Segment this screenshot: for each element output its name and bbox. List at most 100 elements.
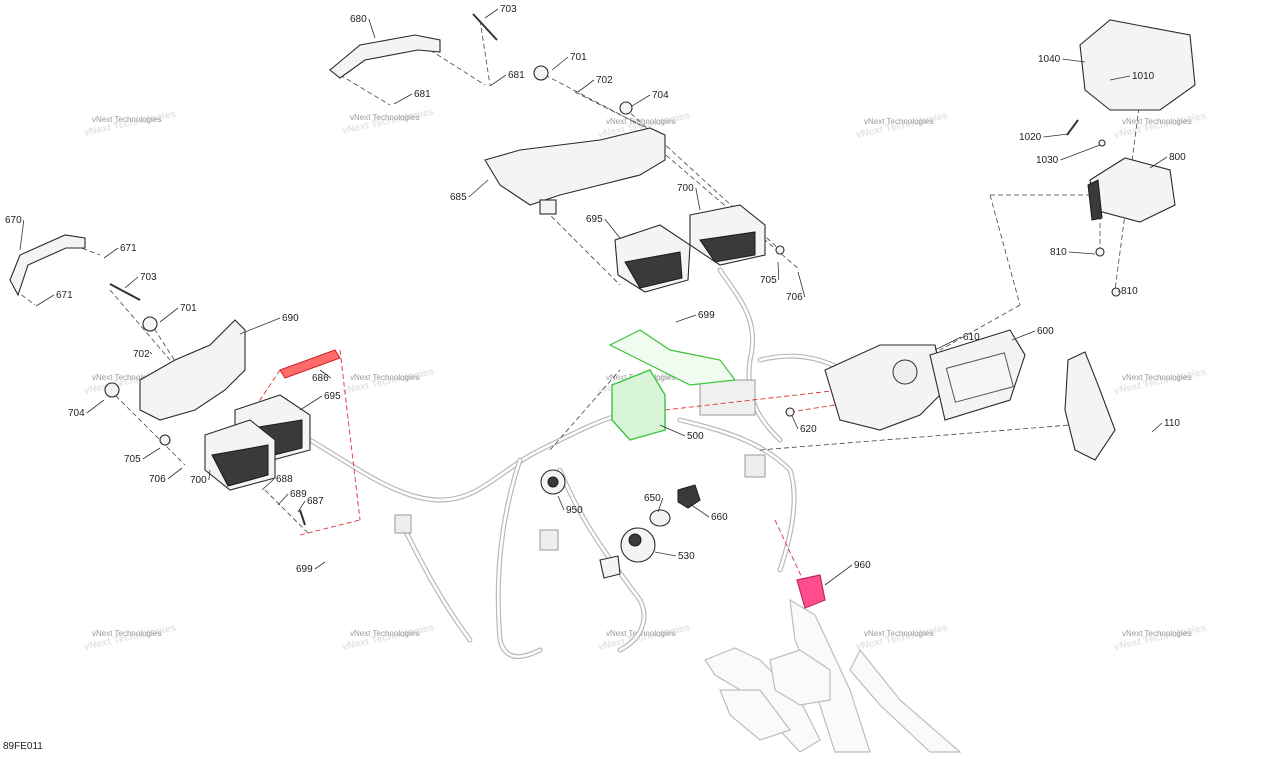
callout-leader-p800 — [1149, 156, 1168, 169]
callout-leader-p699b — [314, 561, 326, 570]
callout-leader-p703a — [484, 8, 499, 19]
part-callout-800: 800 — [1169, 152, 1186, 163]
part-callout-699: 699 — [296, 564, 313, 575]
callout-leader-p681a — [489, 74, 507, 87]
svg-text:vNext Technologies: vNext Technologies — [1122, 629, 1191, 638]
part-callout-705: 705 — [124, 454, 141, 465]
figure-reference-code: 89FE011 — [3, 741, 43, 752]
callout-leader-p500 — [659, 424, 686, 437]
part-callout-600: 600 — [1037, 326, 1054, 337]
part-callout-701: 701 — [180, 303, 197, 314]
part-callout-670: 670 — [5, 215, 22, 226]
callout-leader-p705b — [142, 447, 161, 460]
part-callout-685: 685 — [450, 192, 467, 203]
part-callout-1040: 1040 — [1038, 54, 1061, 65]
callout-leader-p660 — [689, 503, 710, 518]
part-callout-706: 706 — [786, 292, 803, 303]
callout-leader-p685 — [468, 179, 489, 198]
callout-leader-p810b — [1117, 290, 1120, 293]
callout-leader-p706b — [167, 467, 183, 480]
part-callout-660: 660 — [711, 512, 728, 523]
part-callout-1030: 1030 — [1036, 155, 1059, 166]
part-callout-688: 688 — [276, 474, 293, 485]
part-callout-960: 960 — [854, 560, 871, 571]
part-callout-700: 700 — [677, 183, 694, 194]
svg-text:vNext Technologies: vNext Technologies — [92, 373, 161, 382]
part-callout-705: 705 — [760, 275, 777, 286]
part-callout-681: 681 — [414, 89, 431, 100]
part-callout-703: 703 — [140, 272, 157, 283]
part-callout-695: 695 — [586, 214, 603, 225]
callout-leader-p1040 — [1062, 58, 1086, 63]
wiring-harness — [307, 267, 863, 660]
svg-text:vNext Technologies: vNext Technologies — [1122, 117, 1191, 126]
part-callout-690: 690 — [282, 313, 299, 324]
callout-leader-p700b — [208, 469, 211, 481]
callout-leader-p690 — [239, 317, 281, 335]
callout-leader-p650 — [657, 497, 664, 513]
part-callout-686: 686 — [312, 373, 329, 384]
part-callout-687: 687 — [307, 496, 324, 507]
callout-leader-p671a — [103, 247, 119, 259]
callout-leader-p705a — [777, 261, 780, 281]
part-callout-702: 702 — [596, 75, 613, 86]
callout-leader-p686 — [319, 369, 332, 379]
svg-text:vNext Technologies: vNext Technologies — [350, 113, 419, 122]
callout-leader-p960 — [824, 564, 853, 586]
callout-leader-p530 — [654, 551, 677, 557]
callout-leader-p687 — [297, 500, 306, 513]
callout-leader-p810a — [1068, 251, 1096, 255]
callout-leader-p1030 — [1060, 144, 1101, 161]
callout-leader-p600 — [1011, 330, 1036, 341]
callout-leader-p671b — [35, 294, 55, 307]
part-callout-680: 680 — [350, 14, 367, 25]
callout-leader-p695a — [604, 218, 621, 239]
callout-leader-p670 — [19, 219, 25, 251]
callout-leader-p701a — [551, 56, 569, 71]
callout-leader-p699a — [675, 314, 697, 323]
part-callout-500: 500 — [687, 431, 704, 442]
svg-text:vNext Technologies: vNext Technologies — [92, 629, 161, 638]
callout-leader-p689 — [277, 493, 289, 506]
part-callout-671: 671 — [120, 243, 137, 254]
callout-leader-p701b — [159, 307, 179, 323]
part-callout-1020: 1020 — [1019, 132, 1042, 143]
svg-text:vNext Technologies: vNext Technologies — [92, 115, 161, 124]
part-callout-620: 620 — [800, 424, 817, 435]
callout-leader-p620 — [791, 415, 799, 430]
part-callout-530: 530 — [678, 551, 695, 562]
part-callout-689: 689 — [290, 489, 307, 500]
part-callout-110: 110 — [1164, 418, 1180, 429]
svg-text:vNext Technologies: vNext Technologies — [864, 629, 933, 638]
callout-leader-p706a — [797, 271, 806, 298]
part-callout-699: 699 — [698, 310, 715, 321]
callout-leader-p610 — [934, 336, 962, 351]
callout-leader-p680 — [368, 18, 376, 39]
callout-leader-p704b — [86, 399, 105, 414]
part-callout-704: 704 — [652, 90, 669, 101]
svg-text:vNext Technologies: vNext Technologies — [1122, 373, 1191, 382]
assembly-lines — [14, 19, 1141, 596]
part-callout-650: 650 — [644, 493, 661, 504]
callout-leader-p704a — [631, 94, 651, 107]
part-callout-810: 810 — [1050, 247, 1067, 258]
part-callout-695: 695 — [324, 391, 341, 402]
svg-text:vNext Technologies: vNext Technologies — [606, 117, 675, 126]
part-callout-700: 700 — [190, 475, 207, 486]
part-callout-810: 810 — [1121, 286, 1138, 297]
callout-leader-p681b — [393, 93, 413, 105]
callout-leader-p950 — [557, 495, 565, 511]
callout-leader-p703b — [124, 276, 139, 289]
callout-leader-p1010 — [1109, 75, 1131, 81]
part-callout-703: 703 — [500, 4, 517, 15]
part-callout-706: 706 — [149, 474, 166, 485]
svg-text:vNext Technologies: vNext Technologies — [350, 629, 419, 638]
part-shapes — [9, 13, 1196, 609]
